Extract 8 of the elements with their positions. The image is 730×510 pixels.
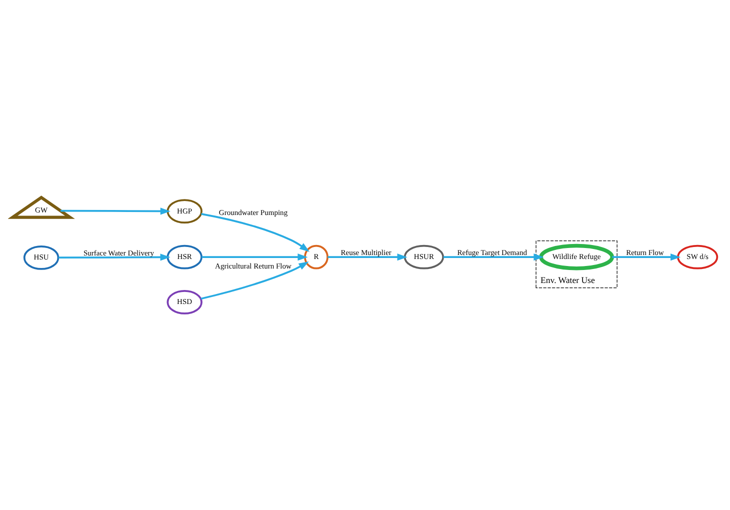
arrow xyxy=(612,253,681,260)
arrow xyxy=(60,207,170,214)
arrow xyxy=(328,253,408,260)
arrow xyxy=(443,253,544,260)
arrow xyxy=(58,253,170,260)
arrow xyxy=(202,253,308,260)
arrow xyxy=(200,261,309,300)
arrow xyxy=(201,212,310,252)
